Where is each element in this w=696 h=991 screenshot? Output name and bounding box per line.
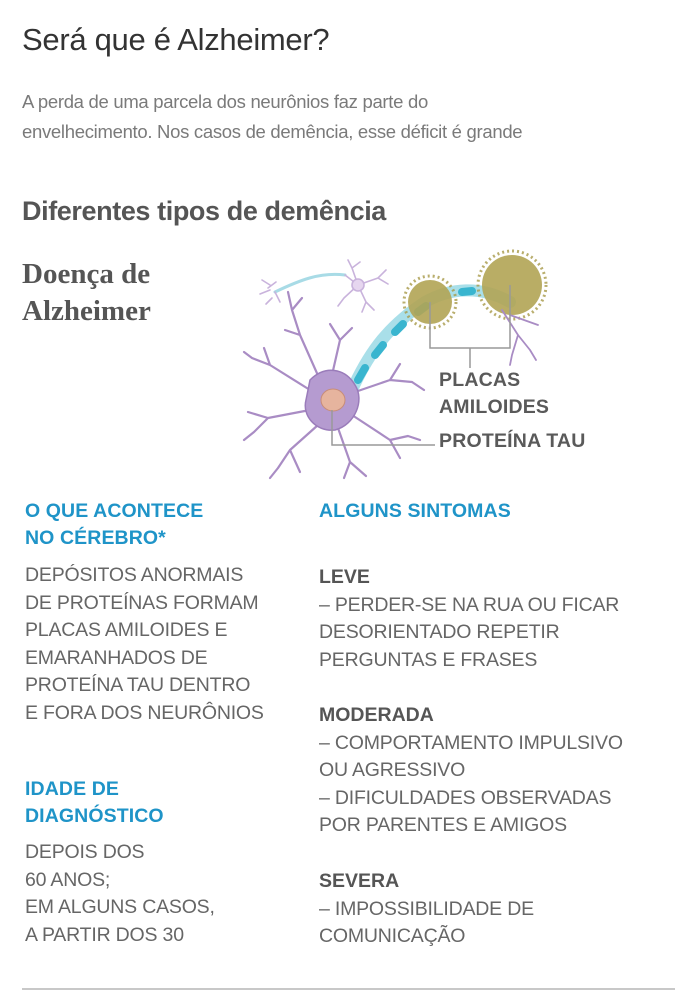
symptoms-heading: ALGUNS SINTOMAS [319, 500, 511, 522]
label-line: AMILOIDES [439, 396, 550, 418]
body-line: E FORA DOS NEURÔNIOS [25, 701, 264, 724]
symptom-line: POR PARENTES E AMIGOS [319, 814, 567, 836]
symptom-line: – IMPOSSIBILIDADE DE [319, 897, 534, 920]
severity-label: MODERADA [319, 704, 434, 726]
section-title: Diferentes tipos de demência [22, 196, 386, 226]
body-line: PROTEÍNA TAU DENTRO [25, 674, 251, 696]
label-amyloid-plaques: PLACAS AMILOIDES [439, 367, 549, 421]
symptom-lines: – IMPOSSIBILIDADE DE COMUNICAÇÃO [319, 896, 534, 951]
label-tau-protein: PROTEÍNA TAU [439, 430, 586, 452]
symptom-line: – DIFICULDADES OBSERVADAS [319, 786, 612, 809]
nucleus [320, 388, 346, 412]
diagnosis-age-heading: IDADE DE DIAGNÓSTICO [25, 776, 215, 830]
leader-lines [331, 285, 511, 446]
body-line: A PARTIR DOS 30 [25, 923, 184, 946]
neuron-illustration [242, 249, 548, 480]
what-happens-body: DEPÓSITOS ANORMAIS DE PROTEÍNAS FORMAM P… [25, 562, 264, 727]
symptom-level-severe: SEVERA – IMPOSSIBILIDADE DE COMUNICAÇÃO [319, 868, 534, 951]
what-happens-heading: O QUE ACONTECE NO CÉREBRO* [25, 498, 264, 552]
heading-line: DIAGNÓSTICO [25, 805, 164, 827]
bottom-divider [22, 988, 675, 990]
axon-terminal [501, 309, 539, 366]
page-subtitle: A perda de uma parcela dos neurônios faz… [22, 87, 682, 147]
diagnosis-age-block: IDADE DE DIAGNÓSTICO DEPOIS DOS 60 ANOS;… [25, 776, 215, 949]
label-line: PLACAS [439, 369, 521, 391]
disease-name-line: Alzheimer [22, 295, 151, 327]
heading-line: NO CÉREBRO* [25, 527, 166, 549]
body-line: DEPÓSITOS ANORMAIS [25, 564, 244, 586]
symptom-level-mild: LEVE – PERDER-SE NA RUA OU FICAR DESORIE… [319, 564, 619, 674]
main-neuron-icon [242, 290, 426, 480]
symptom-line: – PERDER-SE NA RUA OU FICAR [319, 593, 620, 616]
heading-line: IDADE DE [25, 778, 119, 800]
subtitle-line: A perda de uma parcela dos neurônios faz… [22, 91, 428, 112]
body-line: EMARANHADOS DE [25, 646, 208, 669]
symptom-line: OU AGRESSIVO [319, 759, 466, 781]
body-line: 60 ANOS; [25, 868, 111, 891]
page-title: Será que é Alzheimer? [22, 22, 330, 57]
symptom-line: – COMPORTAMENTO IMPULSIVO [319, 731, 623, 754]
heading-line: O QUE ACONTECE [25, 500, 204, 522]
symptom-lines: – PERDER-SE NA RUA OU FICAR DESORIENTADO… [319, 592, 619, 675]
symptom-line: PERGUNTAS E FRASES [319, 648, 538, 671]
severity-label: LEVE [319, 566, 370, 588]
small-neuron-icon [259, 259, 389, 313]
subtitle-line: envelhecimento. Nos casos de demência, e… [22, 121, 523, 142]
symptom-level-moderate: MODERADA – COMPORTAMENTO IMPULSIVO OU AG… [319, 702, 623, 840]
body-line: DE PROTEÍNAS FORMAM [25, 591, 259, 614]
diagnosis-age-body: DEPOIS DOS 60 ANOS; EM ALGUNS CASOS, A P… [25, 839, 215, 949]
symptom-line: DESORIENTADO REPETIR [319, 621, 560, 643]
what-happens-block: O QUE ACONTECE NO CÉREBRO* DEPÓSITOS ANO… [25, 498, 264, 727]
symptom-lines: – COMPORTAMENTO IMPULSIVO OU AGRESSIVO –… [319, 730, 623, 840]
body-line: DEPOIS DOS [25, 841, 145, 863]
body-line: PLACAS AMILOIDES E [25, 619, 228, 641]
disease-name: Doença de Alzheimer [22, 256, 151, 330]
disease-name-line: Doença de [22, 258, 151, 290]
severity-label: SEVERA [319, 870, 400, 892]
body-line: EM ALGUNS CASOS, [25, 896, 215, 918]
symptom-line: COMUNICAÇÃO [319, 925, 466, 947]
